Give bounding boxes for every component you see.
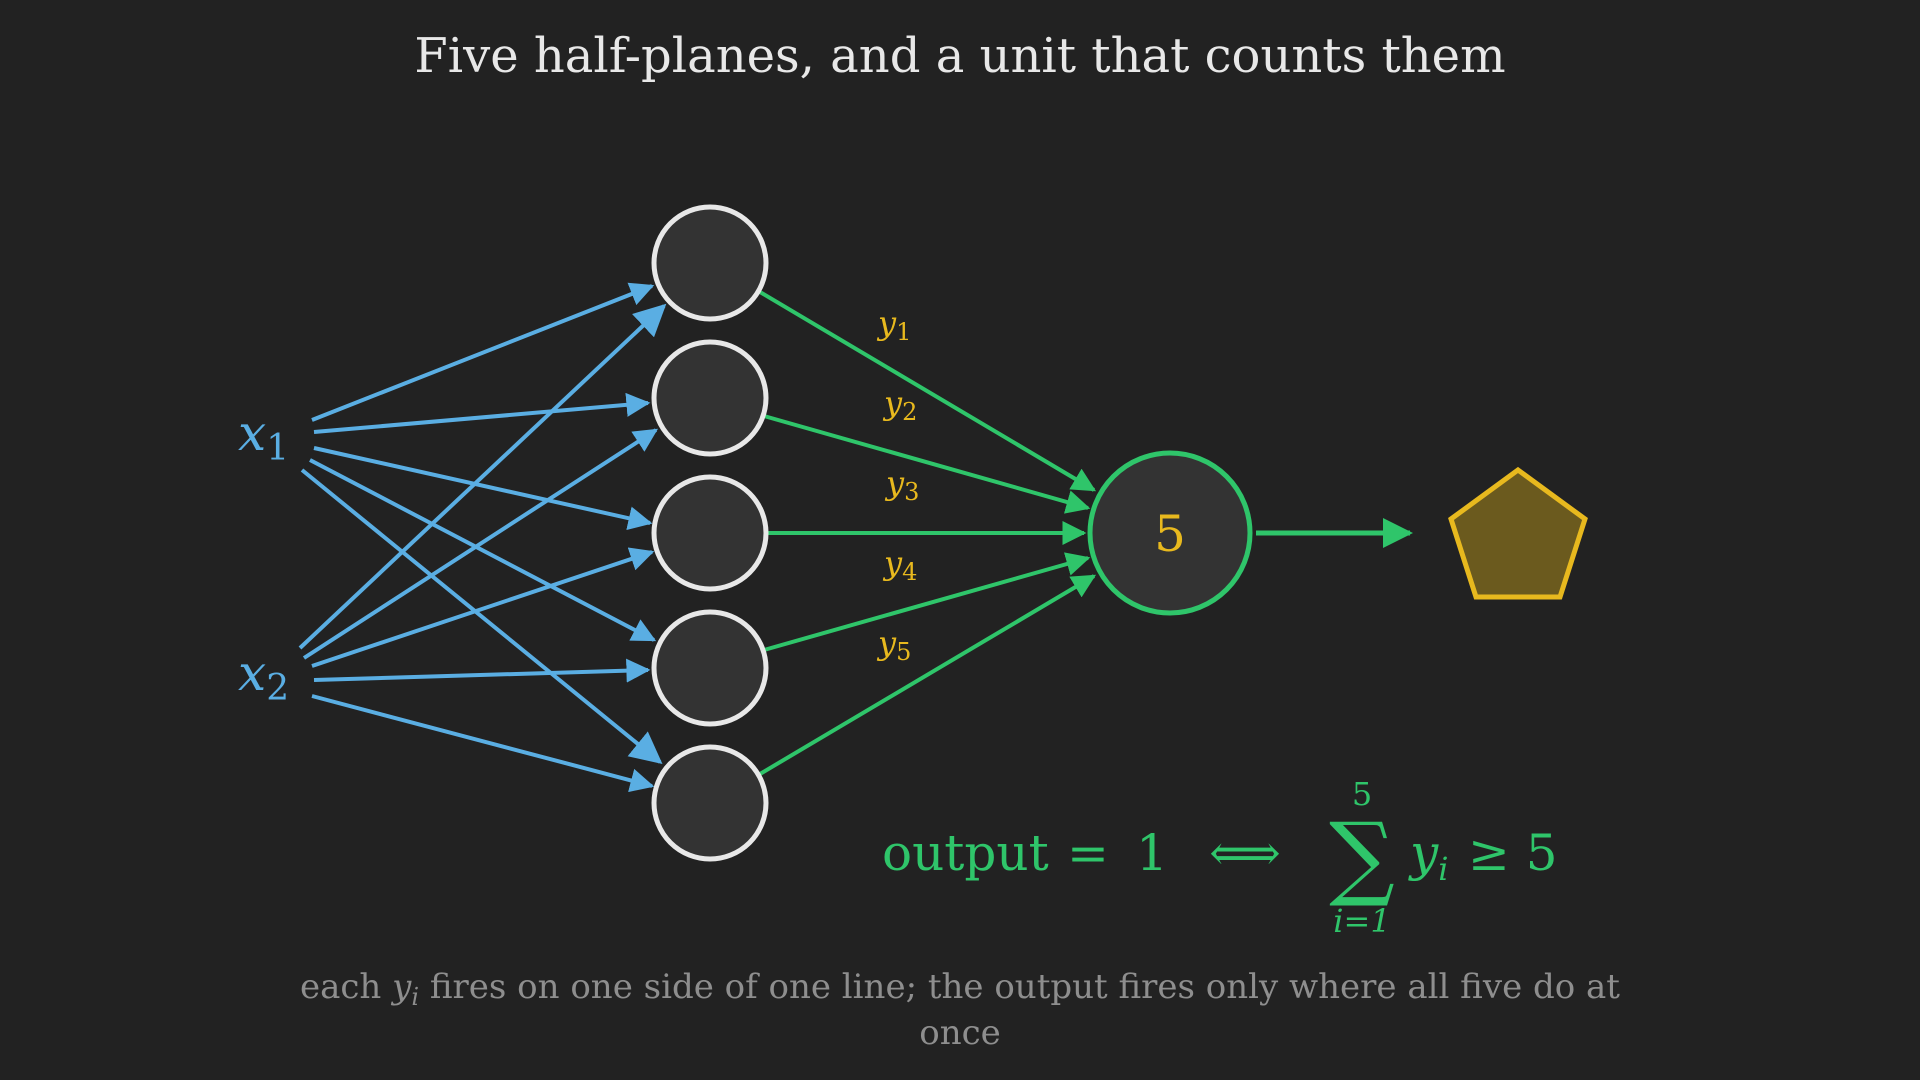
hidden-node-4 <box>651 609 769 727</box>
hidden-output-label-y4: y4 <box>882 544 917 586</box>
edge-x1-h5 <box>300 468 663 765</box>
hidden-node-1 <box>651 204 769 322</box>
edge-x2-h3 <box>311 547 655 668</box>
hidden-node-5 <box>651 744 769 862</box>
output-edges <box>758 290 1413 776</box>
hidden-output-label-y5: y5 <box>876 624 911 666</box>
edge-x2-h4 <box>313 658 651 683</box>
edge-x1-h4 <box>309 458 657 642</box>
edge-h4-out <box>763 552 1091 652</box>
formula-value: 1 <box>1136 824 1168 882</box>
formula-sum-lower: i=1 <box>1333 902 1390 940</box>
input-label-x2: x2 <box>238 644 289 709</box>
edge-x2-h1 <box>298 303 667 650</box>
formula-term: yi <box>1408 824 1448 888</box>
hidden-node-2 <box>651 339 769 457</box>
formula-iff: ⟺ <box>1209 824 1281 882</box>
output-formula: output = 1 ⟺ 5 ∑ i=1 yi ≥ 5 <box>882 775 1558 940</box>
edge-x2-h2 <box>302 428 659 660</box>
caption-line-1: each yi fires on one side of one line; t… <box>300 967 1620 1011</box>
caption-line-2: once <box>919 1013 1001 1053</box>
formula-sum-upper: 5 <box>1352 775 1372 813</box>
output-node <box>1087 450 1253 616</box>
hidden-output-label-y3: y3 <box>884 464 919 506</box>
diagram-title: Five half-planes, and a unit that counts… <box>414 28 1505 84</box>
formula-relation: ≥ 5 <box>1468 824 1558 882</box>
input-label-x1: x1 <box>238 404 289 469</box>
hidden-layer <box>651 204 769 862</box>
hidden-node-3 <box>651 474 769 592</box>
edge-h2-out <box>763 414 1091 514</box>
formula-lhs: output <box>882 824 1049 882</box>
edge-x1-h3 <box>313 446 653 531</box>
input-edges <box>298 282 667 793</box>
pentagon-icon <box>1448 466 1588 600</box>
edge-x1-h1 <box>311 282 655 422</box>
edge-x2-h5 <box>311 694 655 793</box>
hidden-output-label-y1: y1 <box>876 304 911 346</box>
edge-x1-h2 <box>313 392 651 434</box>
edge-h1-out <box>758 290 1097 492</box>
hidden-output-label-y2: y2 <box>882 384 917 426</box>
formula-sum-sign: ∑ <box>1329 803 1395 910</box>
formula-equals: = <box>1067 824 1109 882</box>
edge-h5-out <box>758 574 1097 776</box>
output-threshold: 5 <box>1154 505 1186 563</box>
